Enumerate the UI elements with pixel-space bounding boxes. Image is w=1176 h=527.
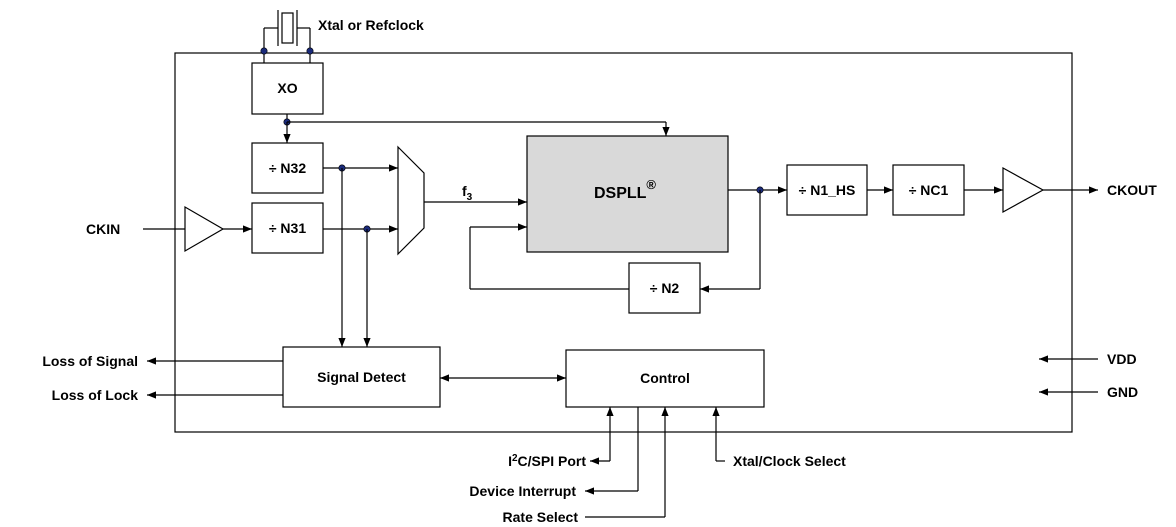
- control-block: [565, 349, 765, 408]
- vdd-label: VDD: [1107, 351, 1137, 367]
- xtal-label: Xtal or Refclock: [318, 17, 424, 33]
- n32-label: ÷ N32: [269, 160, 306, 176]
- xo-label: XO: [277, 80, 297, 96]
- lol-label: Loss of Lock: [52, 387, 139, 403]
- gnd-label: GND: [1107, 384, 1138, 400]
- n1hs-block: [786, 164, 868, 216]
- chip-outline: [174, 52, 1073, 433]
- i2c-label: I2C/SPI Port: [508, 453, 586, 469]
- rate-select-label: Rate Select: [503, 509, 579, 525]
- output-buffer-icon: [1002, 166, 1045, 214]
- n31-block: [251, 202, 324, 254]
- ckin-label: CKIN: [86, 221, 120, 237]
- nc1-label: ÷ NC1: [909, 182, 949, 198]
- los-label: Loss of Signal: [42, 353, 138, 369]
- crystal-icon: [260, 10, 314, 63]
- signal-detect-label: Signal Detect: [317, 369, 406, 385]
- dspll-block: [526, 135, 729, 253]
- n32-block: [251, 142, 324, 194]
- n1hs-label: ÷ N1_HS: [799, 182, 856, 198]
- signal-detect-block: [282, 346, 441, 408]
- device-interrupt-label: Device Interrupt: [469, 483, 576, 499]
- ckout-label: CKOUT: [1107, 182, 1157, 198]
- nc1-block: [892, 164, 965, 216]
- mux-icon: [397, 145, 425, 256]
- f3-label: f3: [462, 183, 473, 203]
- n2-label: ÷ N2: [650, 280, 680, 296]
- input-buffer-icon: [184, 205, 225, 253]
- n31-label: ÷ N31: [269, 220, 306, 236]
- dspll-label: DSPLL®: [594, 177, 656, 202]
- control-label: Control: [640, 370, 690, 386]
- n2-block: [628, 262, 701, 314]
- xtal-select-label: Xtal/Clock Select: [733, 453, 846, 469]
